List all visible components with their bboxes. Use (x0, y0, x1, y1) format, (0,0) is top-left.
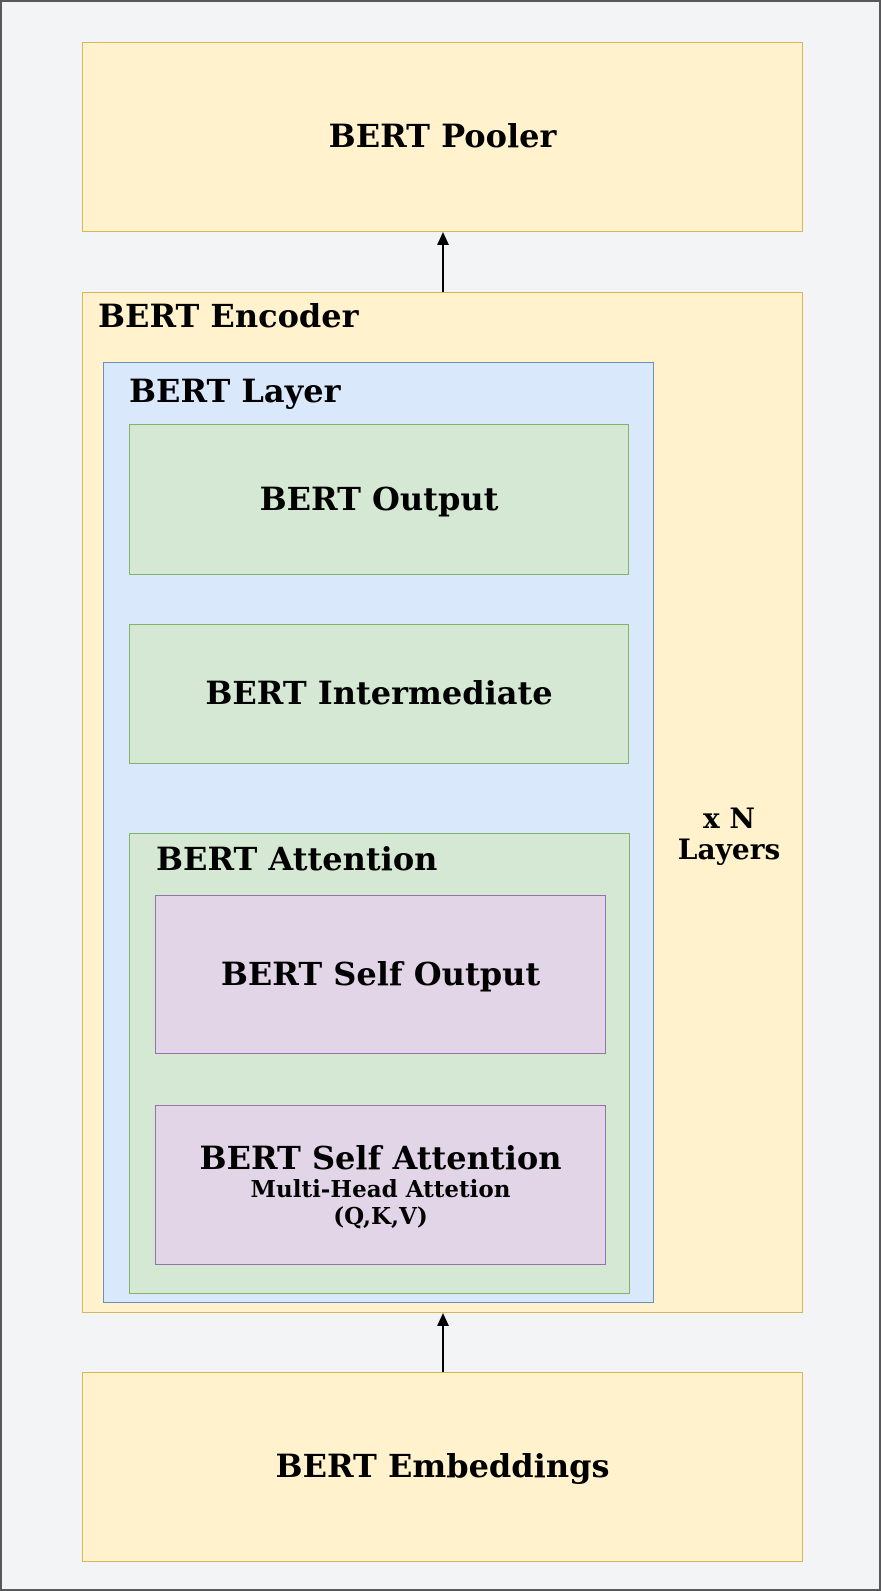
repeat-n-layers-note: x N Layers (654, 803, 804, 865)
bert-attention-box: BERT Attention BERT Self Output BERT Sel… (129, 833, 630, 1294)
bert-self-attention-box: BERT Self Attention Multi-Head Attetion … (155, 1105, 606, 1265)
arrow-up-icon (435, 1313, 451, 1372)
bert-self-output-box: BERT Self Output (155, 895, 606, 1054)
arrowhead-icon (437, 232, 449, 245)
arrow-shaft (442, 1324, 444, 1372)
arrowhead-icon (437, 1313, 449, 1326)
qkv-formula-sublabel: (Q,K,V) (333, 1203, 428, 1230)
bert-layer-label: BERT Layer (129, 372, 341, 410)
bert-output-label: BERT Output (259, 479, 499, 518)
bert-embeddings-box: BERT Embeddings (82, 1372, 803, 1562)
bert-intermediate-label: BERT Intermediate (205, 674, 553, 713)
bert-pooler-label: BERT Pooler (328, 117, 557, 156)
bert-output-box: BERT Output (129, 424, 629, 575)
bert-encoder-box: BERT Encoder BERT Layer BERT Output BERT… (82, 292, 803, 1313)
arrow-up-icon (435, 232, 451, 292)
repeat-note-line1: x N (702, 802, 756, 835)
bert-layer-box: BERT Layer BERT Output BERT Intermediate… (103, 362, 654, 1303)
arrow-shaft (442, 243, 444, 292)
multi-head-attention-sublabel: Multi-Head Attetion (250, 1176, 511, 1203)
bert-embeddings-label: BERT Embeddings (275, 1447, 610, 1486)
repeat-note-line2: Layers (677, 833, 781, 866)
bert-pooler-box: BERT Pooler (82, 42, 803, 232)
bert-self-output-label: BERT Self Output (220, 954, 541, 993)
bert-intermediate-box: BERT Intermediate (129, 624, 629, 764)
bert-attention-label: BERT Attention (156, 840, 438, 878)
bert-self-attention-label: BERT Self Attention (199, 1139, 562, 1177)
bert-encoder-label: BERT Encoder (98, 297, 359, 335)
